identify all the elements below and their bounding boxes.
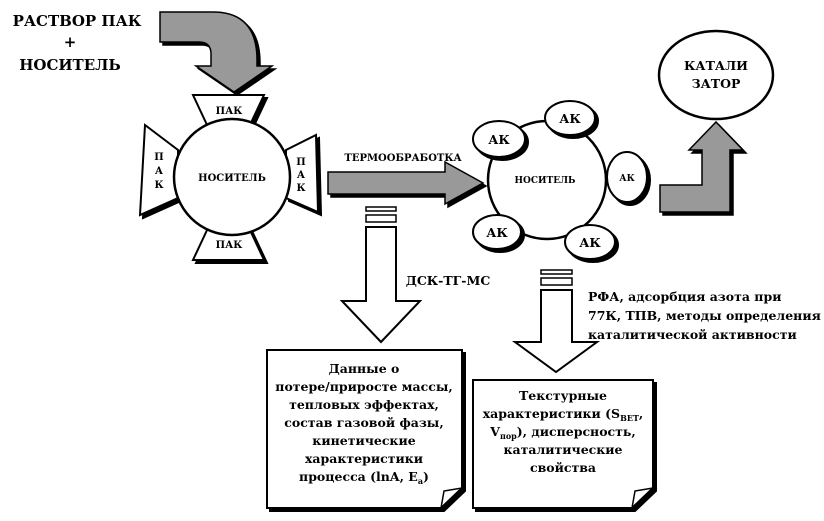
catalyst-ellipse: [657, 29, 775, 121]
left-doc-line-6: характеристики: [305, 451, 423, 466]
ak-label-3: АК: [619, 174, 635, 184]
right-document-fold: [631, 487, 654, 509]
catalyst-line-2: ЗАТОР: [692, 76, 741, 91]
right-carrier-label: НОСИТЕЛЬ: [515, 176, 576, 186]
left-method-arrow-group: ДСК-ТГ-МС: [339, 206, 491, 344]
left-method-arrow: [339, 226, 423, 344]
input-line-2: +: [64, 33, 77, 51]
right-method-line-2: 77К, ТПВ, методы определения: [588, 308, 821, 323]
catalyst-arrow: [659, 120, 745, 213]
right-doc-line-3: Vпор), дисперсность,: [489, 424, 635, 441]
pak-right-char-2: А: [297, 170, 306, 181]
right-document: Текстурные характеристики (SBET, Vпор), …: [472, 379, 654, 509]
pak-left-char-1: П: [154, 152, 163, 163]
right-arrow-stripe-1: [540, 269, 573, 275]
left-doc-line-1: Данные о: [329, 361, 400, 376]
ak-blob-2: [544, 100, 596, 136]
heat-treatment-step: ТЕРМООБРАБОТКА: [327, 153, 485, 206]
left-doc-line-5: кинетические: [312, 433, 415, 448]
catalyst-line-1: КАТАЛИ: [684, 58, 748, 73]
left-carrier-circle: [172, 117, 292, 237]
left-doc-line-7: процесса (lnA, Ea): [299, 469, 429, 486]
right-doc-line-2: характеристики (SBET,: [483, 406, 644, 423]
ak-blob-1: [472, 120, 526, 158]
ak-label-4: АК: [486, 225, 508, 240]
left-document: Данные о потере/приросте массы, тепловых…: [266, 349, 463, 509]
pak-left-char-3: К: [154, 180, 163, 191]
left-document-fold: [440, 487, 463, 509]
input-line-1: РАСТВОР ПАК: [13, 12, 142, 30]
right-method-line-3: каталитической активности: [588, 327, 797, 342]
left-doc-line-2: потере/приросте массы,: [275, 379, 452, 394]
left-particle: ПАК ПАК П А К П А К НОСИТЕЛЬ: [138, 94, 320, 261]
heat-treatment-label: ТЕРМООБРАБОТКА: [344, 153, 462, 164]
right-document-shape: [472, 379, 654, 509]
ak-blob-4: [472, 214, 522, 250]
left-carrier-label: НОСИТЕЛЬ: [198, 173, 266, 184]
right-method-arrow: [511, 289, 601, 374]
pak-top-label: ПАК: [216, 106, 243, 117]
left-arrow-stripe-2: [365, 214, 397, 223]
right-method-arrow-group: РФА, адсорбция азота при 77К, ТПВ, метод…: [511, 269, 821, 374]
right-doc-line-1: Текстурные: [519, 388, 607, 403]
left-doc-line-3: тепловых эффектах,: [289, 397, 439, 412]
left-method-label: ДСК-ТГ-МС: [406, 273, 491, 288]
ak-blob-3: [606, 151, 648, 203]
catalyst-node: КАТАЛИ ЗАТОР: [657, 29, 775, 121]
ak-label-5: АК: [579, 235, 601, 250]
pak-bottom-label: ПАК: [216, 240, 243, 251]
ak-label-2: АК: [559, 111, 581, 126]
pak-right-char-1: П: [296, 157, 305, 168]
ak-label-1: АК: [488, 132, 510, 147]
curved-input-arrow: [159, 11, 275, 93]
pak-left-char-2: А: [155, 166, 164, 177]
input-label: РАСТВОР ПАК + НОСИТЕЛЬ: [13, 12, 142, 74]
left-arrow-stripe-1: [365, 206, 397, 212]
heat-treatment-arrow: [327, 160, 485, 206]
right-doc-line-4: каталитические: [503, 442, 622, 457]
ak-blob-5: [564, 224, 616, 260]
left-document-shape: [266, 349, 463, 509]
right-doc-line-5: свойства: [530, 460, 596, 475]
pak-right-char-3: К: [296, 183, 305, 194]
right-particle: НОСИТЕЛЬ АК АК АК АК АК: [472, 100, 648, 260]
input-line-3: НОСИТЕЛЬ: [19, 56, 121, 74]
right-method-line-1: РФА, адсорбция азота при: [588, 289, 781, 304]
right-arrow-stripe-2: [540, 277, 573, 286]
left-doc-line-4: состав газовой фазы,: [284, 415, 443, 430]
